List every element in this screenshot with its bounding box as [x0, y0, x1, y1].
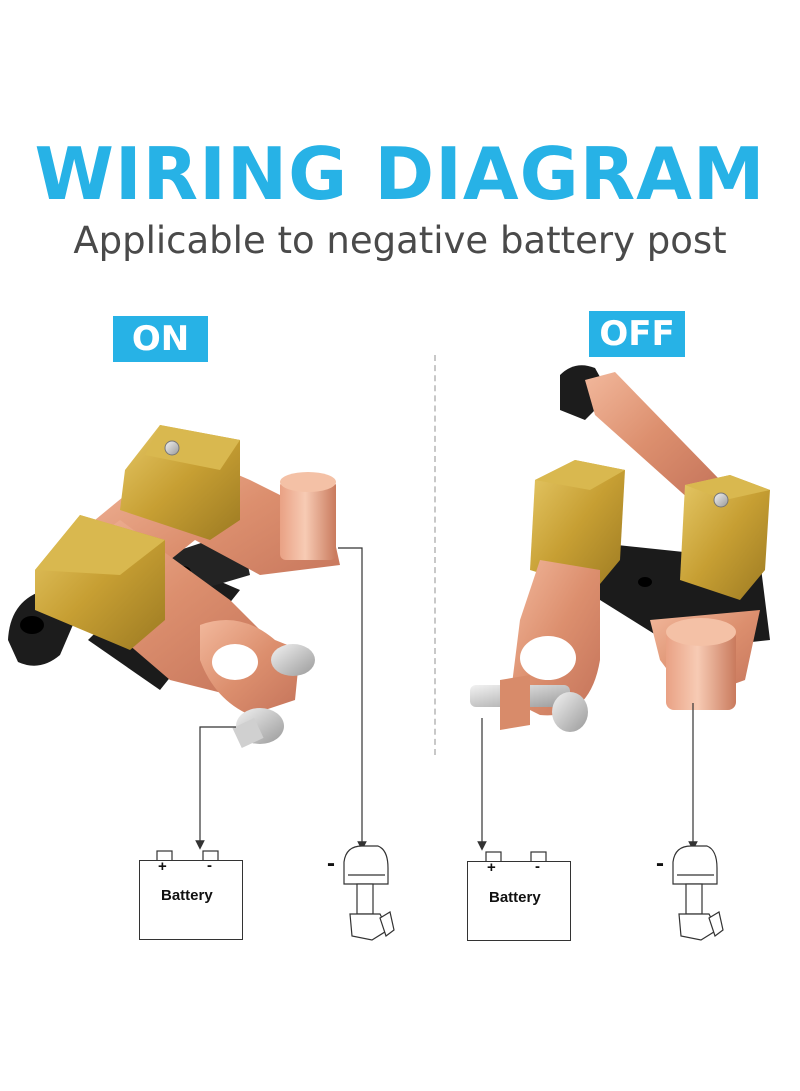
outboard-motor-icon-right [672, 845, 724, 941]
battery-negative-sign: - [207, 857, 212, 874]
on-switch-illustration [8, 425, 340, 749]
motor-negative-sign-left: - [327, 850, 335, 877]
battery-box-on: + - Battery [139, 857, 243, 940]
battery-positive-sign: + [158, 858, 167, 875]
off-state-badge: OFF [589, 311, 685, 357]
diagram-subtitle: Applicable to negative battery post [73, 219, 727, 262]
battery-box-off: + - Battery [467, 858, 571, 941]
diagram-title: WIRING DIAGRAM [34, 132, 766, 216]
battery-label: Battery [489, 889, 541, 906]
center-divider [434, 355, 436, 755]
motor-negative-sign-right: - [656, 850, 664, 877]
battery-label: Battery [161, 887, 213, 904]
battery-positive-sign: + [487, 859, 496, 876]
on-state-badge: ON [113, 316, 208, 362]
off-switch-illustration [470, 365, 770, 732]
battery-negative-sign: - [535, 858, 540, 875]
wiring-lines [195, 547, 698, 851]
outboard-motor-icon-left [343, 845, 395, 941]
